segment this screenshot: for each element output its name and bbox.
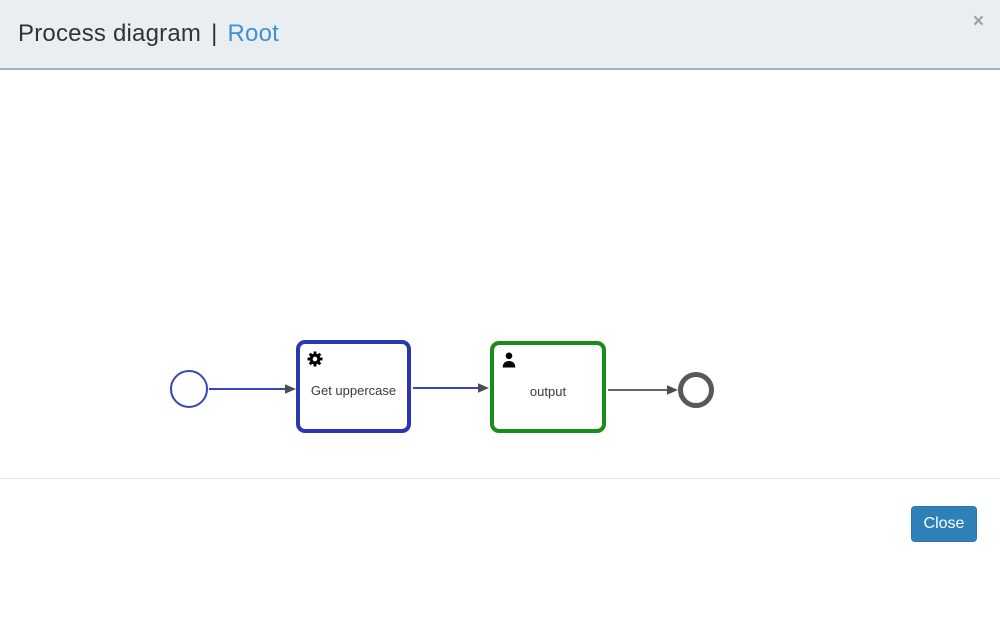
modal-header: Process diagram | Root × [0,0,1000,70]
end-event [678,372,714,408]
user-icon [502,352,516,368]
service-task-get-uppercase: Get uppercase [296,340,411,433]
arrowhead-icon [667,385,678,395]
close-button[interactable]: Close [911,506,977,542]
modal-footer: Close [0,478,1000,564]
process-diagram-modal: Process diagram | Root × [0,0,1000,564]
diagram-canvas: Get uppercase output [0,70,1000,476]
page-title: Process diagram | Root [18,20,279,48]
title-text: Process diagram [18,20,202,47]
title-separator: | [211,20,218,47]
user-task-output: output [490,341,606,433]
arrowhead-icon [478,383,489,393]
task-label: output [529,383,567,399]
arrowhead-icon [285,384,296,394]
task-label: Get uppercase [310,383,397,398]
start-event [170,370,208,408]
breadcrumb-root-link[interactable]: Root [227,20,280,47]
close-icon[interactable]: × [972,11,984,32]
gear-icon [307,351,323,367]
